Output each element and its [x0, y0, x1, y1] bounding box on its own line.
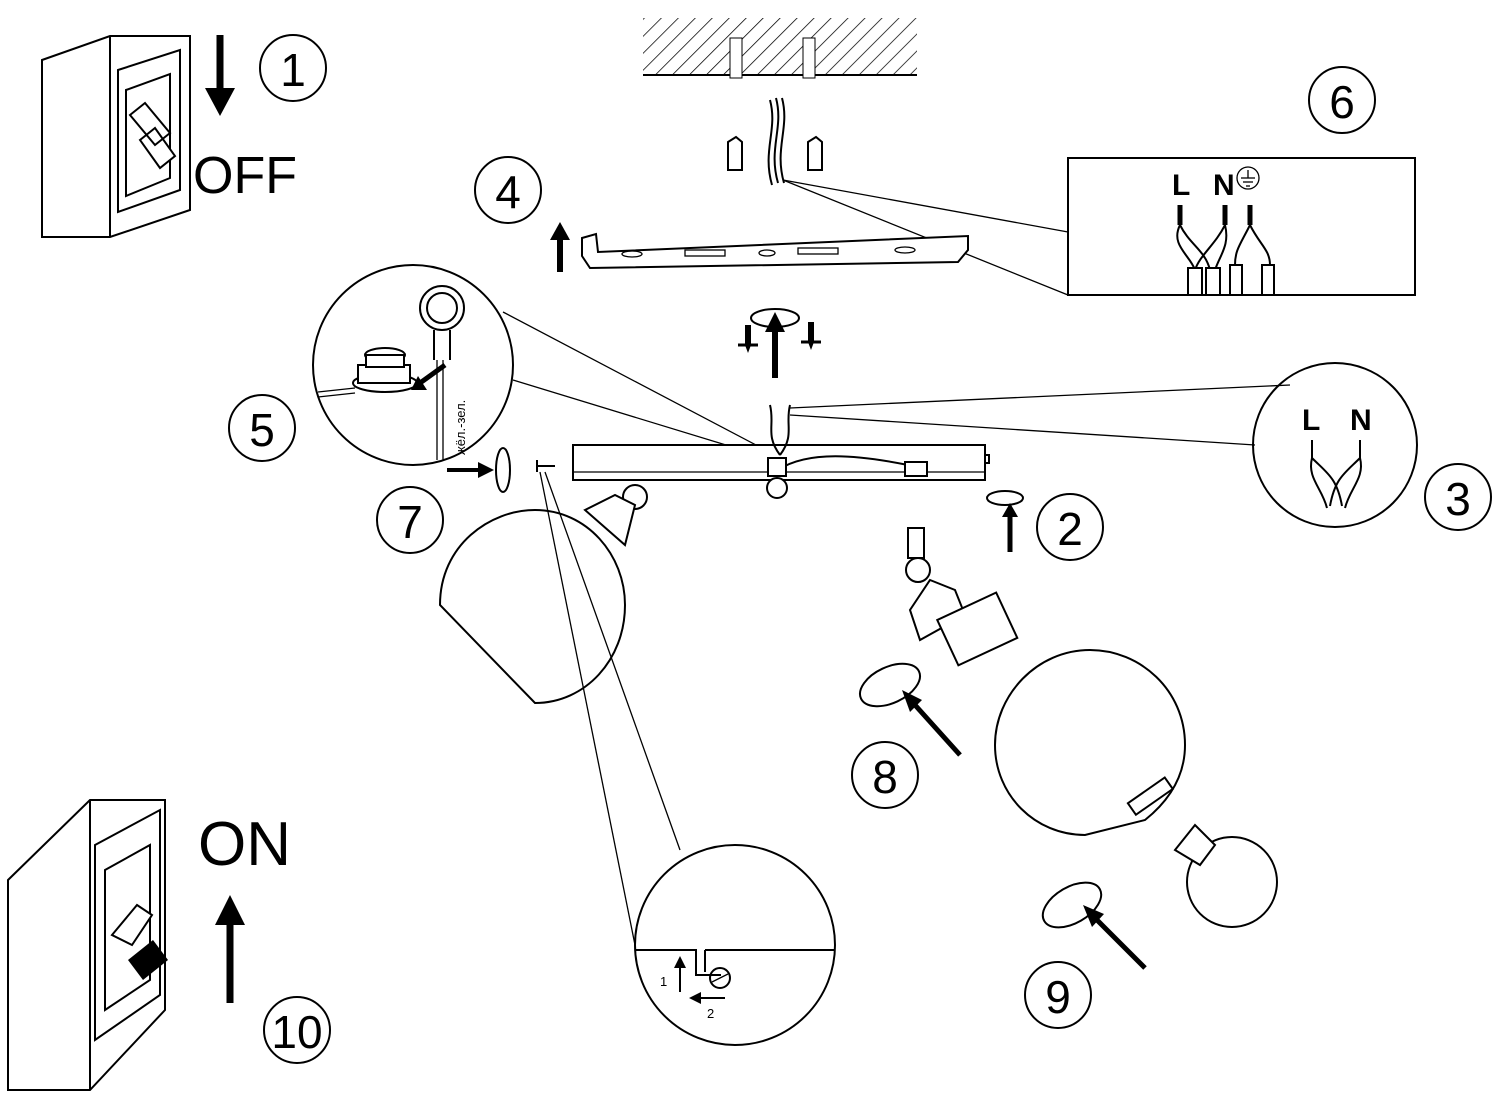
svg-text:6: 6 — [1329, 76, 1355, 128]
lamp-shade-left-icon — [438, 484, 648, 705]
svg-text:2: 2 — [1057, 503, 1083, 555]
on-label: ON — [198, 810, 291, 879]
step-8: 8 — [851, 741, 919, 809]
svg-text:9: 9 — [1045, 971, 1071, 1023]
neutral-label: N — [1213, 169, 1235, 202]
ceiling-icon — [643, 18, 917, 186]
step-2-label: 2 — [707, 1006, 714, 1021]
svg-text:7: 7 — [397, 496, 423, 548]
terminal-wires-icon — [1176, 205, 1275, 296]
live-label: L — [1172, 169, 1190, 202]
detail-live-label: L — [1302, 404, 1320, 437]
step-10: 10 — [263, 996, 331, 1064]
svg-text:3: 3 — [1445, 473, 1471, 525]
light-switch-off-icon — [41, 35, 191, 238]
earth-wire-label: жёл.-зел. — [453, 400, 468, 455]
svg-text:4: 4 — [495, 166, 521, 218]
detail-neutral-label: N — [1350, 404, 1372, 437]
canopy-bar-icon — [572, 404, 990, 499]
svg-text:1: 1 — [280, 44, 306, 96]
bayonet-detail — [634, 844, 836, 1046]
glass-globe-icon — [993, 648, 1187, 837]
light-bulb-icon — [1173, 823, 1278, 928]
step-5: 5 — [228, 394, 296, 462]
step-1: 1 — [259, 34, 327, 102]
svg-text:8: 8 — [872, 751, 898, 803]
off-label: OFF — [193, 147, 297, 205]
step-6: 6 — [1308, 66, 1376, 134]
screws-rotate-icon — [738, 308, 821, 378]
ground-symbol-icon — [1236, 166, 1260, 190]
step-2: 2 — [1036, 493, 1104, 561]
step-1-label: 1 — [660, 974, 667, 989]
step-4: 4 — [474, 156, 542, 224]
earth-connection-detail — [312, 264, 514, 466]
lamp-holder-icon — [905, 527, 1019, 667]
svg-text:5: 5 — [249, 404, 275, 456]
step-7: 7 — [376, 486, 444, 554]
step-9: 9 — [1024, 961, 1092, 1029]
light-switch-on-icon — [7, 799, 168, 1091]
terminal-detail — [1252, 362, 1418, 528]
mounting-bracket-icon — [581, 232, 969, 270]
step-3: 3 — [1424, 463, 1492, 531]
earth-screw-icon — [317, 285, 465, 460]
svg-text:10: 10 — [271, 1006, 322, 1058]
